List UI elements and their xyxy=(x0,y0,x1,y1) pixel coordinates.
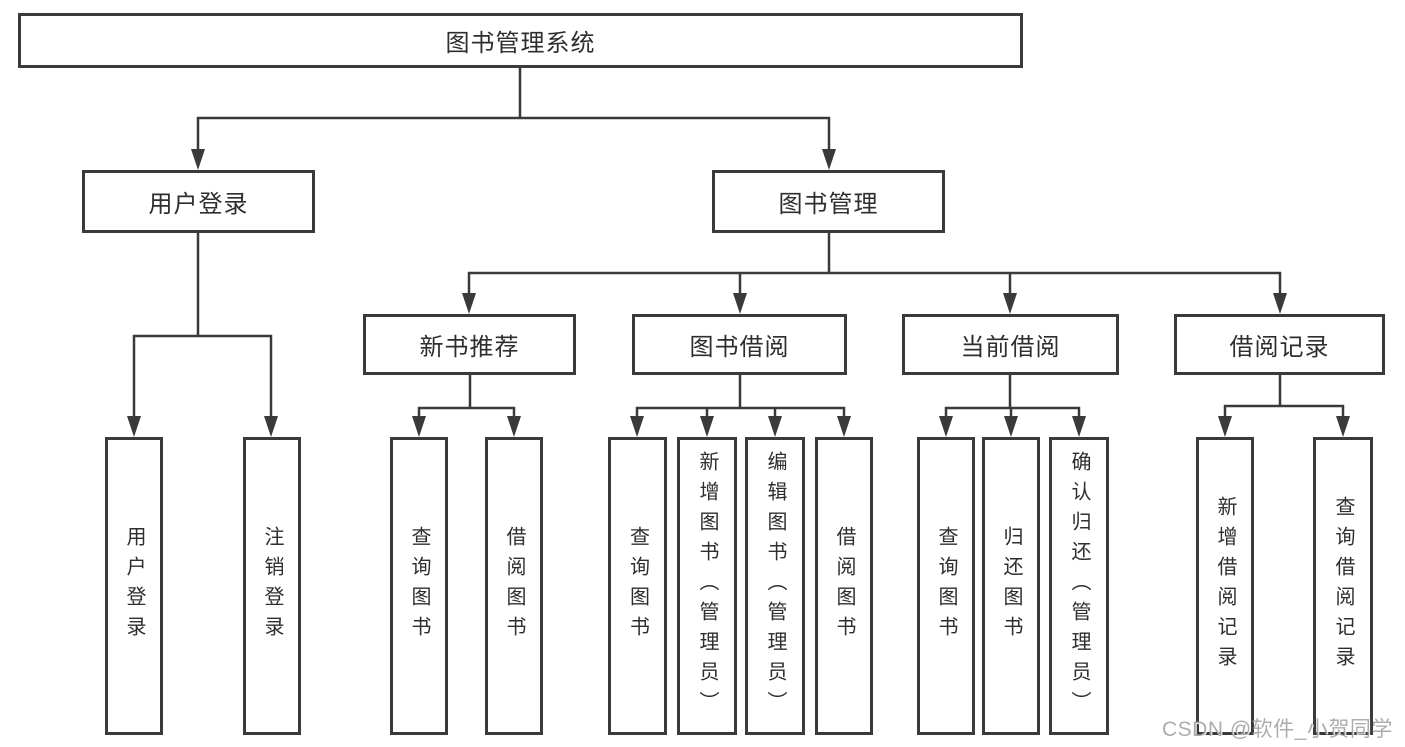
leaf-recommend-query-books: 查询图书 xyxy=(390,437,448,735)
leaf-borrowing-edit-books-admin: 编辑图书（管理员） xyxy=(745,437,805,735)
leaf-record-add-borrow-record: 新增借阅记录 xyxy=(1196,437,1254,735)
leaf-logout: 注销登录 xyxy=(243,437,301,735)
leaf-current-confirm-return-admin: 确认归还（管理员） xyxy=(1049,437,1109,735)
leaf-current-query-books: 查询图书 xyxy=(917,437,975,735)
node-current-borrowing: 当前借阅 xyxy=(902,314,1119,375)
csdn-watermark: CSDN @软件_小贺同学 xyxy=(1162,718,1393,741)
node-new-book-recommendation: 新书推荐 xyxy=(363,314,576,375)
leaf-borrowing-add-books-admin: 新增图书（管理员） xyxy=(677,437,737,735)
leaf-current-return-books: 归还图书 xyxy=(982,437,1040,735)
leaf-recommend-borrow-books: 借阅图书 xyxy=(485,437,543,735)
node-user-login: 用户登录 xyxy=(82,170,315,233)
leaf-borrowing-query-books: 查询图书 xyxy=(608,437,667,735)
node-book-management: 图书管理 xyxy=(712,170,945,233)
leaf-borrowing-borrow-books: 借阅图书 xyxy=(815,437,873,735)
node-library-management-system: 图书管理系统 xyxy=(18,13,1023,68)
node-book-borrowing: 图书借阅 xyxy=(632,314,847,375)
leaf-user-login: 用户登录 xyxy=(105,437,163,735)
leaf-record-query-borrow-record: 查询借阅记录 xyxy=(1313,437,1373,735)
node-borrowing-records: 借阅记录 xyxy=(1174,314,1385,375)
